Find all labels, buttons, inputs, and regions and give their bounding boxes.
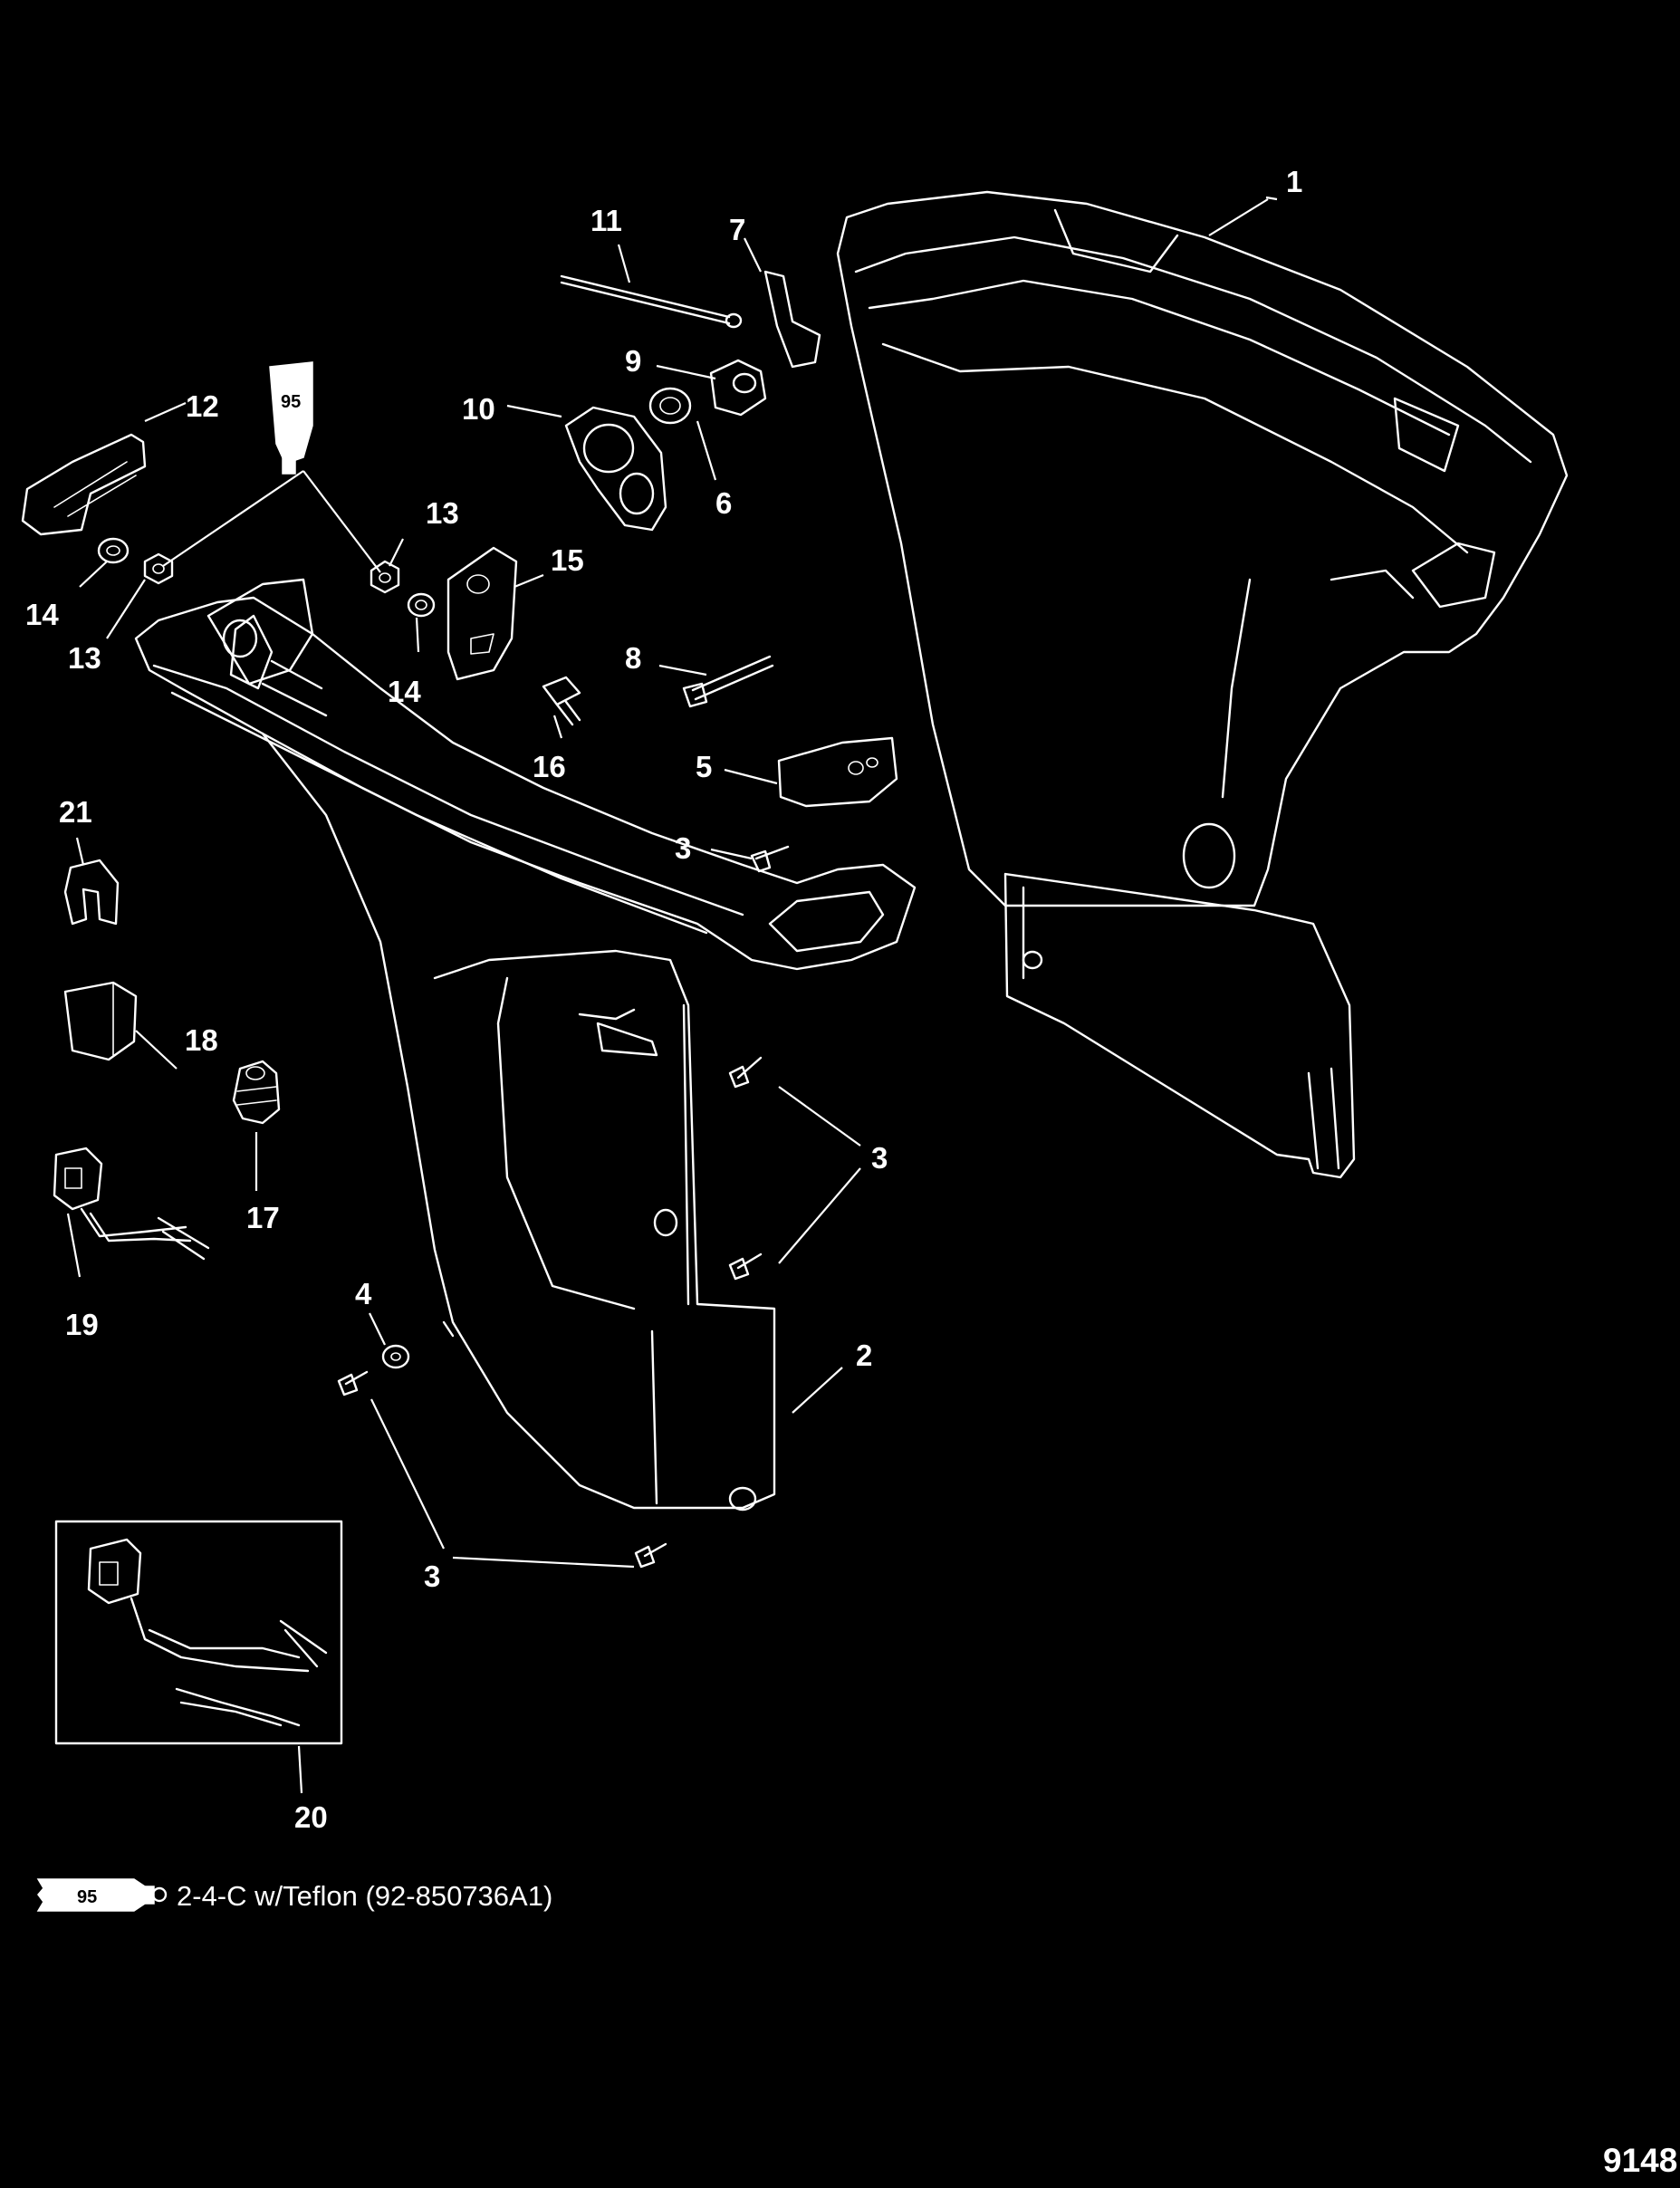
sealant-tube-icon: 95 (269, 361, 313, 475)
callout-11: 11 (590, 204, 622, 237)
switch-part-18 (63, 981, 138, 1061)
harness-part-19 (53, 1147, 210, 1261)
washer-part-14-right (407, 592, 436, 618)
port-bottom-cowl (134, 596, 917, 1511)
callout-7: 7 (729, 213, 745, 246)
washer-part-14-left (97, 537, 130, 564)
callout-3-bottom: 3 (424, 1559, 440, 1593)
cowl-bracket (206, 578, 314, 686)
tube-label: 95 (281, 392, 301, 412)
callout-1: 1 (1286, 165, 1302, 198)
callout-10: 10 (462, 392, 495, 426)
plate-part-15 (446, 546, 518, 681)
callout-5: 5 (696, 750, 712, 783)
screw-part-3-b (728, 1056, 763, 1089)
legend-text: 2-4-C w/Teflon (92-850736A1) (177, 1880, 552, 1912)
screw-part-16 (542, 676, 581, 726)
washer-part-4 (381, 1344, 410, 1369)
grommet-part-17 (232, 1060, 281, 1125)
callout-17: 17 (246, 1201, 280, 1234)
screw-part-3-d (337, 1370, 369, 1396)
bolt-part-8 (682, 655, 774, 708)
callout-9: 9 (625, 344, 641, 378)
screw-part-3-e (634, 1542, 667, 1569)
callout-3-top: 3 (675, 831, 691, 865)
callout-21: 21 (59, 795, 92, 829)
callout-4: 4 (355, 1277, 372, 1310)
callout-6: 6 (715, 486, 732, 520)
callout-13-right: 13 (426, 496, 459, 530)
callout-16: 16 (533, 750, 566, 783)
clip-part-7 (763, 270, 821, 369)
callout-13-left: 13 (68, 641, 101, 675)
harness-kit-part-20 (54, 1520, 343, 1745)
legend-tube-icon: 95 (36, 1878, 168, 1912)
grommet-part-9 (709, 359, 767, 417)
callout-8: 8 (625, 641, 641, 675)
legend-tube-label: 95 (77, 1887, 97, 1907)
callout-14-left: 14 (25, 598, 59, 631)
callout-20: 20 (294, 1800, 328, 1834)
screw-part-3-c (728, 1252, 763, 1281)
leader-lines (66, 196, 1278, 1794)
clip-part-21 (63, 859, 120, 926)
callout-19: 19 (65, 1308, 99, 1341)
figure-number: 9148 (1603, 2142, 1677, 2179)
callout-12: 12 (186, 389, 219, 423)
legend: 95 2-4-C w/Teflon (92-850736A1) (36, 1878, 552, 1912)
washer-part-6 (648, 387, 692, 425)
mount-part-10 (564, 406, 667, 532)
pin-part-11 (560, 274, 743, 329)
nut-part-13-right (370, 560, 400, 594)
callout-14-right: 14 (388, 675, 421, 708)
starboard-bottom-cowl (836, 190, 1569, 1179)
callout-18: 18 (185, 1023, 218, 1057)
callout-15: 15 (551, 543, 584, 577)
nut-part-13-left (143, 552, 174, 585)
latch-part-5 (777, 736, 898, 808)
screw-part-3 (750, 845, 790, 873)
callout-2: 2 (856, 1339, 872, 1372)
callout-3-right: 3 (871, 1141, 888, 1175)
handle-part-12 (21, 433, 147, 536)
callouts: 1 11 7 9 10 6 12 13 15 14 13 14 8 16 5 3… (25, 165, 1302, 1834)
